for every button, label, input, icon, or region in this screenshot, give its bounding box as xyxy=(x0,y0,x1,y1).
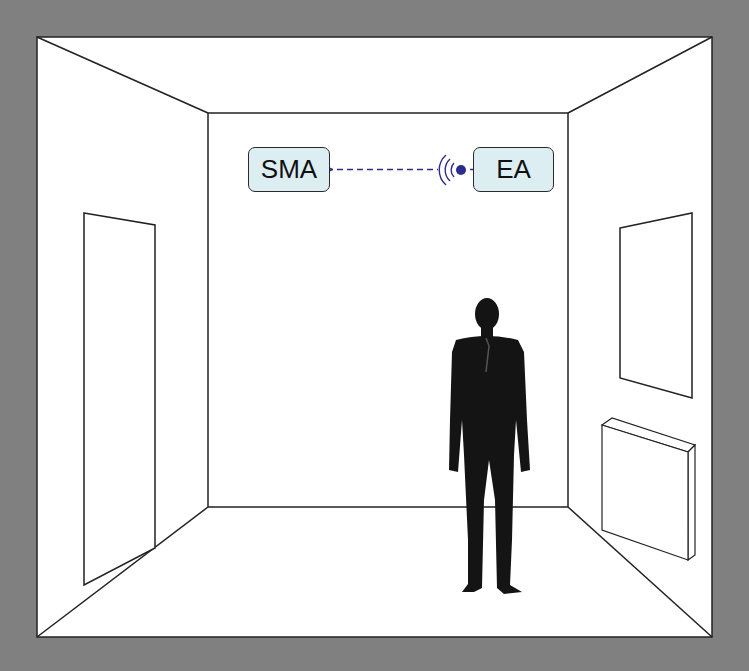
wall-picture xyxy=(620,213,692,398)
radiator xyxy=(602,418,695,560)
door xyxy=(84,213,155,585)
agent-label: EA xyxy=(496,155,531,184)
tie xyxy=(486,338,489,372)
signal-dot xyxy=(456,165,466,175)
person-silhouette xyxy=(449,298,530,594)
room-view xyxy=(37,37,712,637)
signal-waves xyxy=(439,155,454,185)
symbol-patch xyxy=(438,156,470,184)
agent-box: SMA xyxy=(248,147,330,192)
agent-label: SMA xyxy=(261,155,317,184)
room-edges xyxy=(37,37,712,637)
agent-box: EA xyxy=(473,147,554,192)
